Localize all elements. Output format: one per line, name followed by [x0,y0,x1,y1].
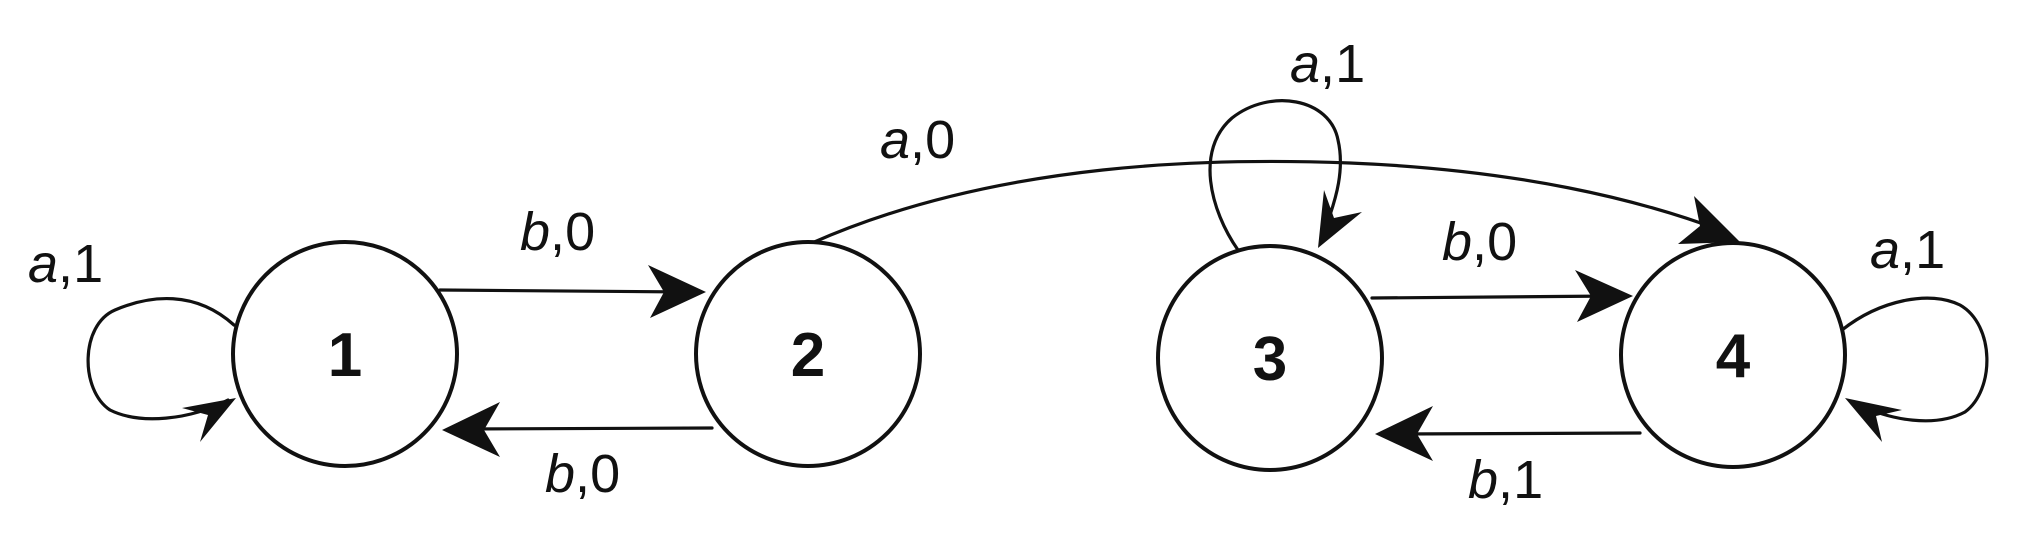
label-transition-3-to-4: b,0 [1442,212,1517,272]
transition-1-to-2 [438,265,706,318]
transition-3-to-4 [1370,270,1633,322]
arrowhead [182,398,236,442]
state-label: 4 [1716,322,1751,391]
state-4: 4 [1619,241,1847,469]
label-transition-4-to-4: a,1 [1870,220,1945,280]
label-transition-3-to-3: a,1 [1290,34,1365,94]
label-transition-4-to-3: b,1 [1468,450,1543,510]
state-2: 2 [694,240,922,468]
label-transition-2-to-1: b,0 [545,444,620,504]
transition-4-to-4 [1840,296,1989,442]
state-3: 3 [1156,244,1384,472]
transition-3-to-3 [1208,99,1362,252]
arrowhead [442,402,500,457]
arrowhead [1845,398,1902,442]
transition-4-to-3 [1375,406,1642,461]
state-label: 3 [1253,325,1287,394]
label-transition-1-to-2: b,0 [520,202,595,262]
arrowhead [1318,190,1362,248]
state-label: 2 [791,321,825,390]
state-1: 1 [231,240,459,468]
label-transition-1-to-1: a,1 [28,234,103,294]
arrowhead [648,265,706,318]
arrowhead [1375,406,1433,461]
transition-1-to-1 [86,297,236,442]
transition-2-to-1 [442,402,714,457]
arrowhead [1575,270,1633,322]
state-label: 1 [328,321,362,390]
arrowhead [1678,196,1740,244]
label-transition-2-to-4: a,0 [880,110,955,170]
transition-2-to-4 [810,159,1740,245]
